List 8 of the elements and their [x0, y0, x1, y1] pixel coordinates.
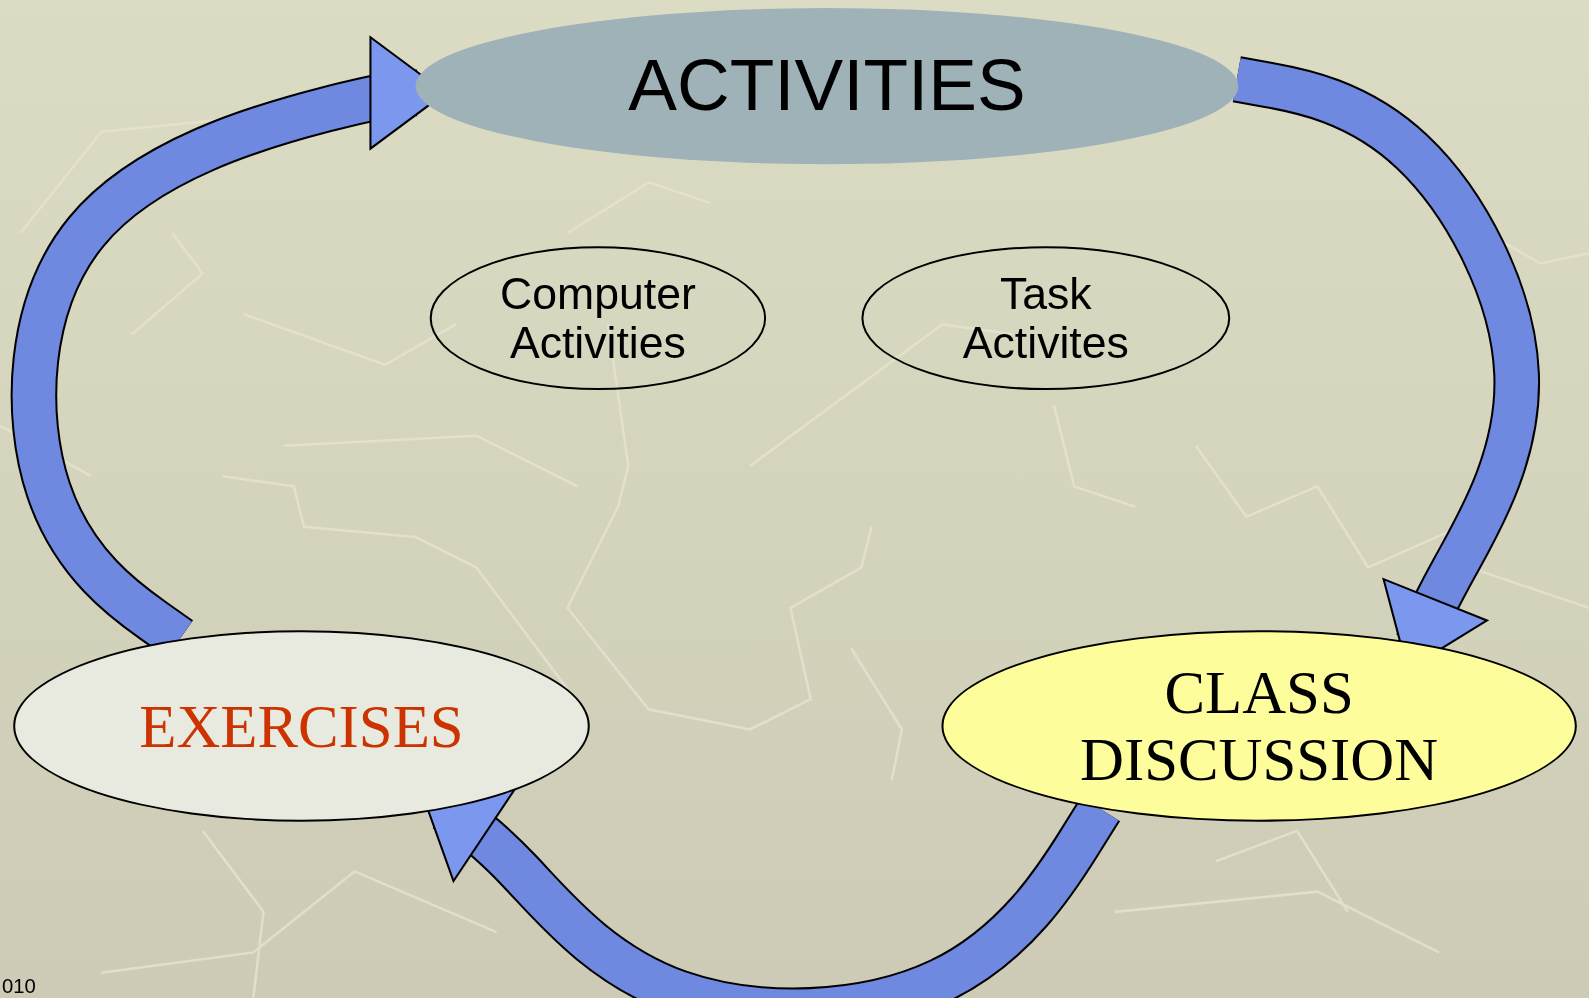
node-label: CLASS DISCUSSION [1079, 659, 1440, 793]
node-label: ACTIVITIES [628, 46, 1026, 127]
page-number: 010 [2, 974, 36, 998]
topic-ellipse [429, 246, 767, 391]
node-label: Task Activites [961, 269, 1130, 368]
node-label: Computer Activities [499, 269, 697, 368]
node-label: EXERCISES [139, 692, 464, 760]
topic-ellipse [861, 246, 1231, 391]
